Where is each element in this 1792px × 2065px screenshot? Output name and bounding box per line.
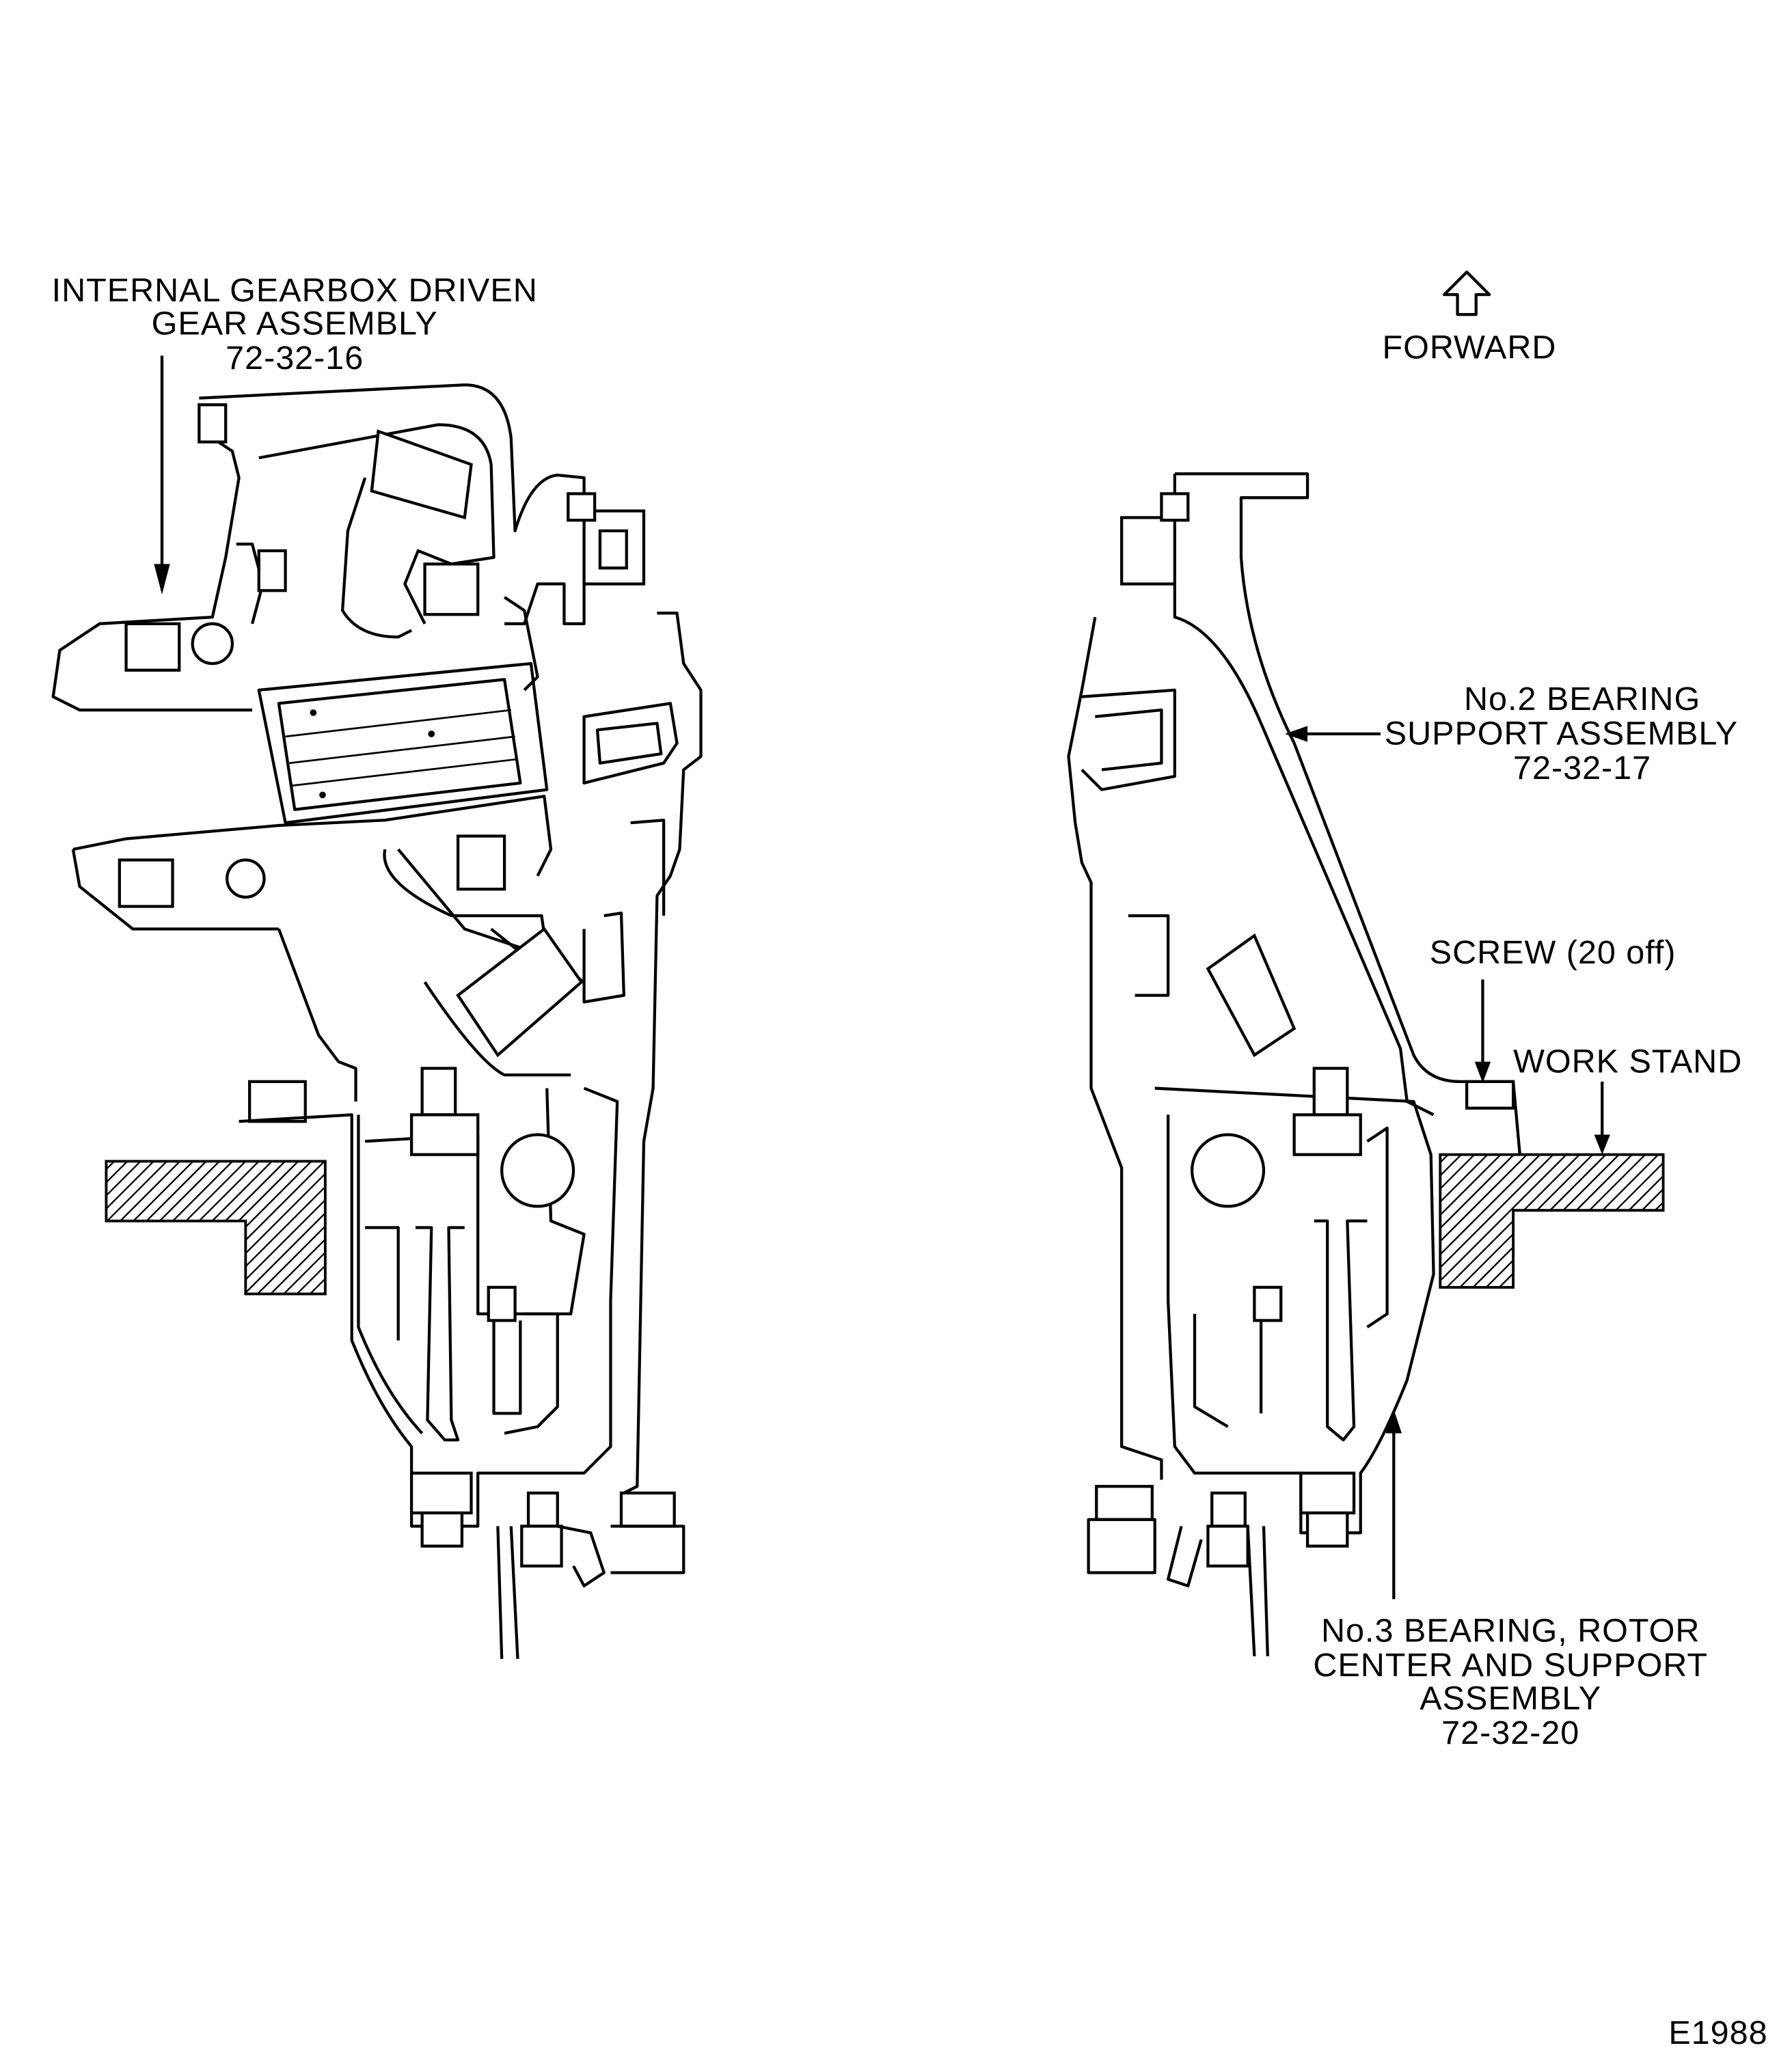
no3-label-line2: CENTER AND SUPPORT [1313,1647,1708,1684]
no3-ref: 72-32-20 [1441,1714,1579,1751]
internal-gearbox-assembly-drawing [51,383,703,1659]
gearbox-label-line2: GEAR ASSEMBLY [152,305,438,342]
no2-label-line1: No.2 BEARING [1464,681,1700,717]
gearbox-ref: 72-32-16 [226,340,364,377]
screw-label: SCREW (20 off) [1430,934,1676,971]
no2-bearing-support-drawing [1067,472,1521,1656]
arrowhead-icon [1474,1061,1491,1083]
leader-arrows [154,271,1610,1600]
forward-label: FORWARD [1383,329,1557,366]
forward-arrow-icon [1442,271,1491,316]
no3-label-line1: No.3 BEARING, ROTOR [1321,1612,1700,1649]
arrowhead-icon [1285,726,1308,742]
arrowhead-icon [1594,1134,1610,1155]
no2-ref: 72-32-17 [1513,750,1651,787]
figure-id: E1988 [1668,2014,1767,2051]
no3-label-line3: ASSEMBLY [1420,1680,1601,1717]
work-stand-right [1439,1153,1665,1289]
arrowhead-icon [1385,1409,1402,1434]
work-stand-label: WORK STAND [1513,1043,1742,1080]
work-stand-left [105,1160,327,1296]
no2-label-line2: SUPPORT ASSEMBLY [1385,715,1738,752]
arrowhead-icon [154,564,170,595]
gearbox-label-line1: INTERNAL GEARBOX DRIVEN [52,272,538,309]
